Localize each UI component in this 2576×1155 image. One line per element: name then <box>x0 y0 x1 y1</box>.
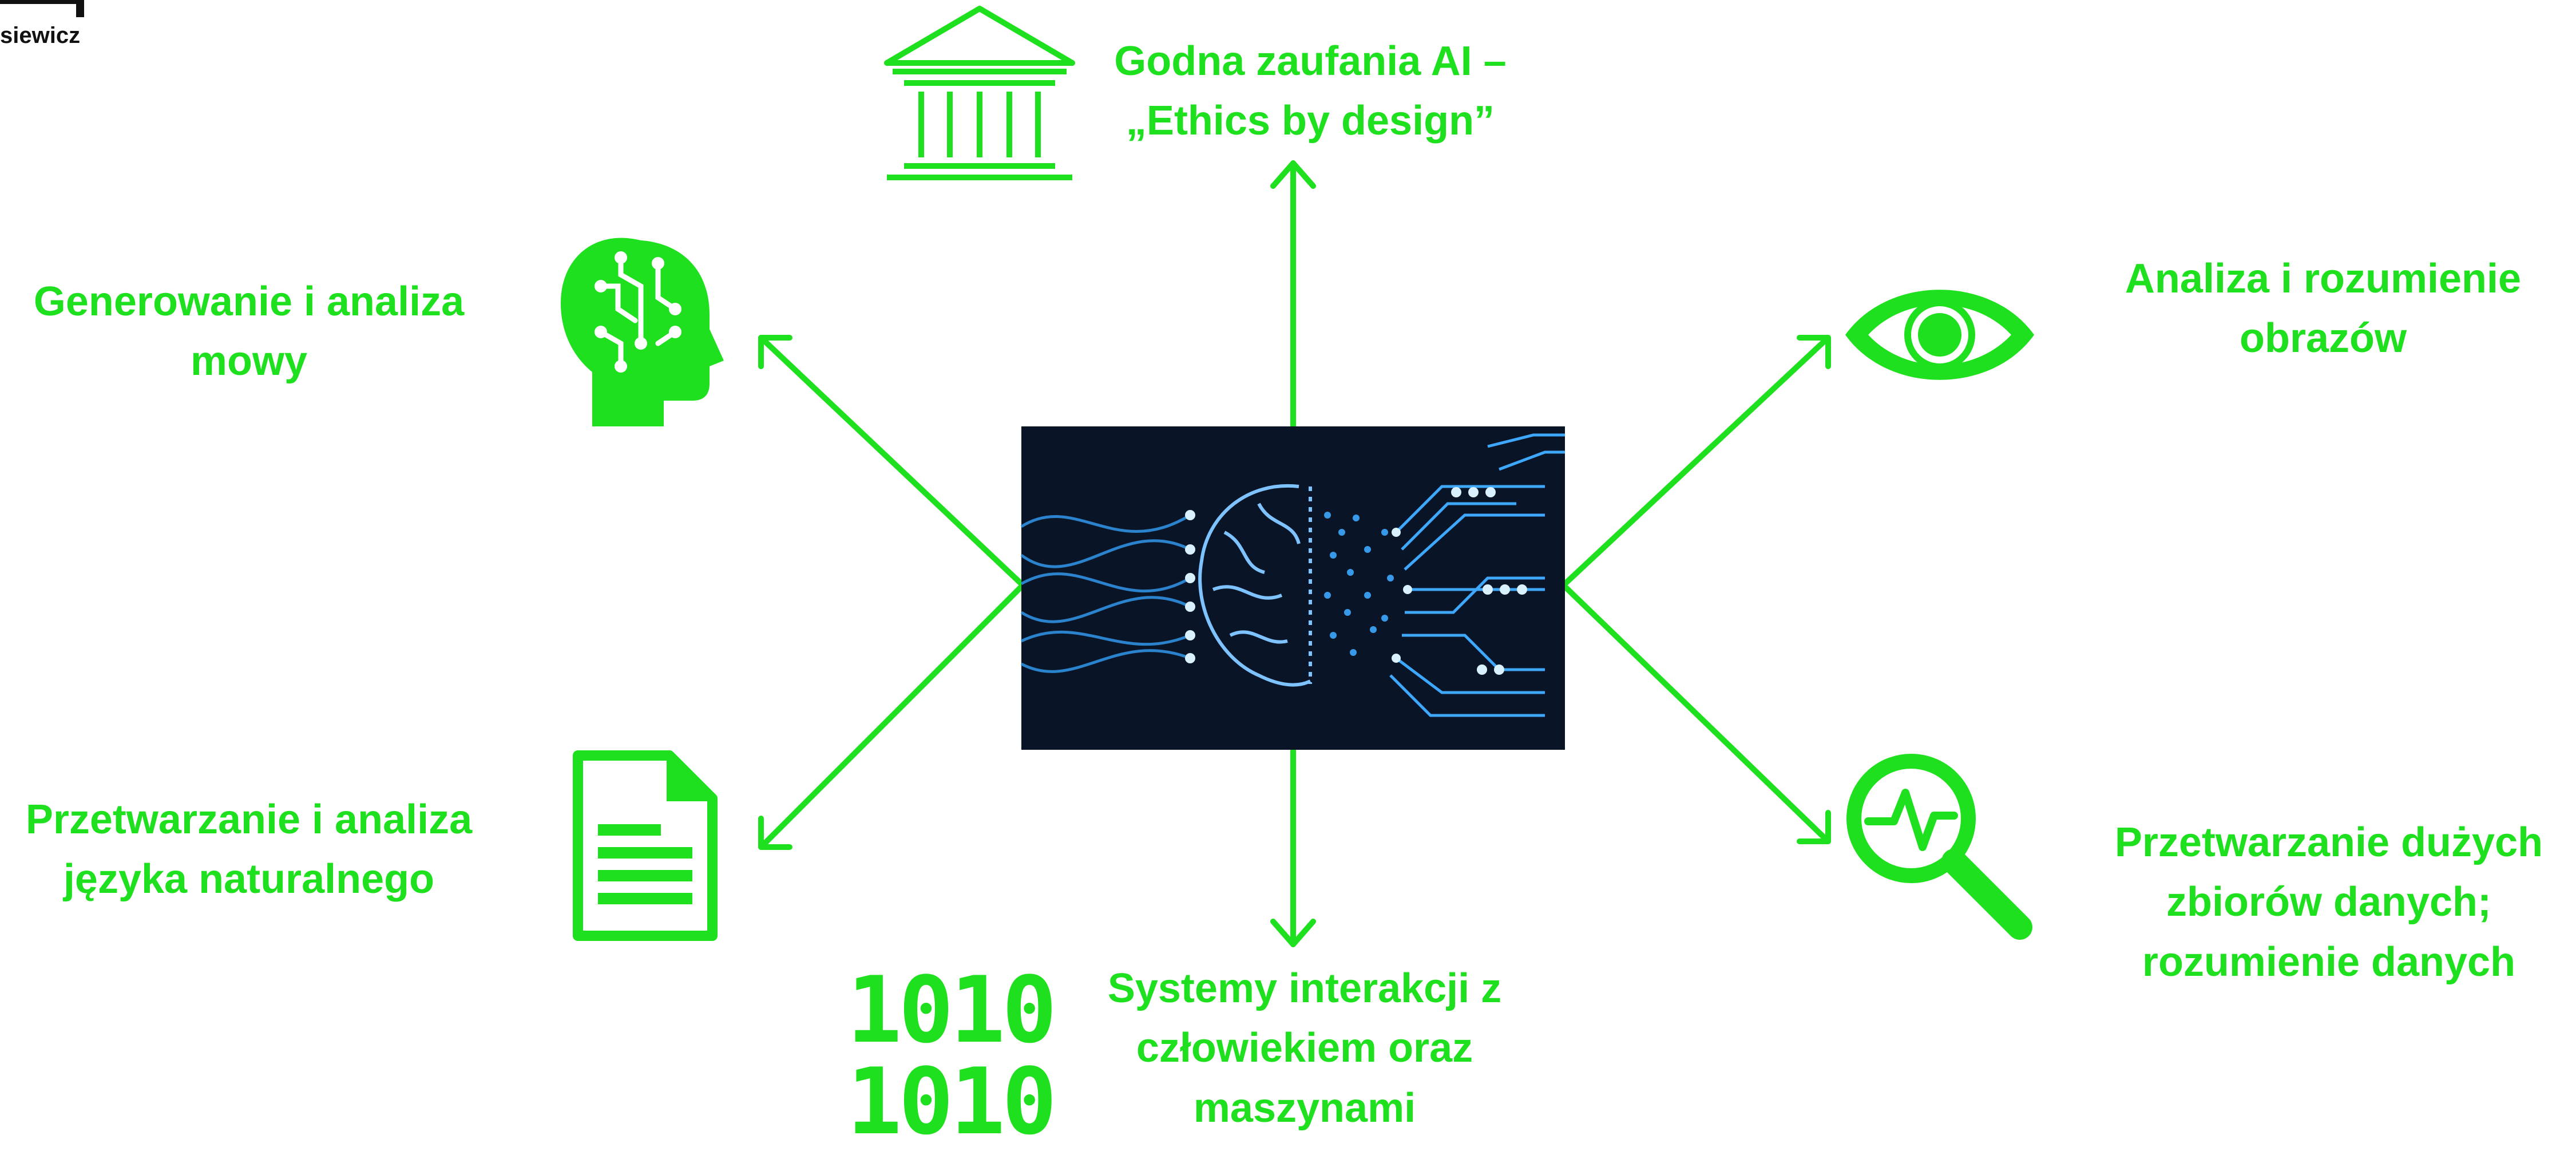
label-nlp: Przetwarzanie i analiza języka naturalne… <box>25 797 473 903</box>
arrow-lower-left <box>758 584 1024 850</box>
binary-row: 1010 <box>847 1048 1057 1155</box>
magnifier-pulse-icon <box>1846 754 2032 940</box>
label-speech: Generowanie i analiza mowy <box>33 279 465 385</box>
arrowhead-upper-right <box>1797 335 1831 369</box>
arrow-lower-right <box>1562 584 1831 844</box>
arrowhead-lower-right <box>1797 810 1831 844</box>
label-image-analysis: Analiza i rozumienie obrazów <box>2125 256 2522 362</box>
document-icon <box>573 750 718 941</box>
arrowhead-lower-left <box>758 816 792 850</box>
flow-lines <box>1020 513 1191 673</box>
logo-text: siewicz <box>0 23 81 48</box>
arrow-upper-left <box>758 335 1024 587</box>
courthouse-icon <box>884 6 1075 180</box>
logo-frame-icon <box>0 0 84 17</box>
circuit-traces <box>1389 433 1565 717</box>
binary-icon: 1010 1010 <box>847 956 1057 1155</box>
ai-brain-circuit-image <box>1020 426 1565 750</box>
arrowhead-upper-left <box>758 335 792 369</box>
label-trustworthy-ai: Godna zaufania AI – „Ethics by design” <box>1114 38 1507 144</box>
arrowhead-down <box>1270 919 1316 947</box>
label-interaction-systems: Systemy interakcji z człowiekiem oraz ma… <box>1107 966 1502 1131</box>
circuit-nodes <box>1185 487 1527 675</box>
arrow-upper-right <box>1562 335 1831 587</box>
brain-binary-dots <box>1324 512 1394 656</box>
binary-row: 1010 <box>847 956 1057 1063</box>
brain-outline <box>1198 484 1312 687</box>
eye-icon <box>1845 290 2034 380</box>
diagram-canvas <box>561 6 2034 947</box>
brain-head-icon <box>561 238 724 426</box>
arrowhead-up <box>1270 160 1316 189</box>
arrows <box>758 160 1831 947</box>
label-big-data: Przetwarzanie dużych zbiorów danych; roz… <box>2114 820 2543 985</box>
